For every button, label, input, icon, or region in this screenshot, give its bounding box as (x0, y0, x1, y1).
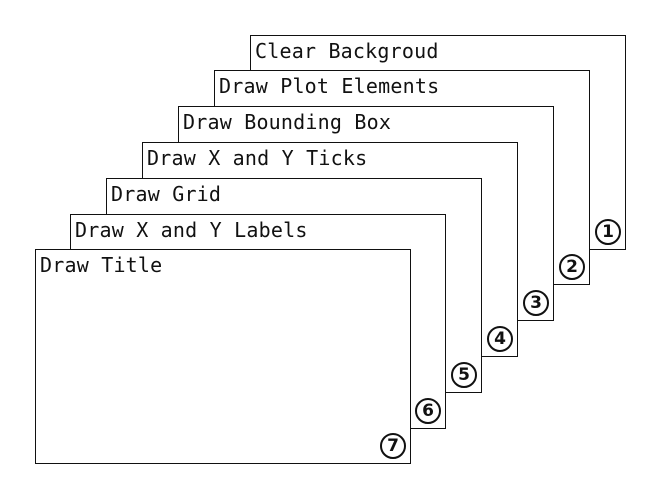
step-number-badge: 3 (523, 290, 549, 316)
layer-label: Draw X and Y Ticks (147, 146, 368, 170)
step-number-badge: 2 (559, 254, 585, 280)
step-number-badge: 7 (380, 433, 406, 459)
step-number-badge: 6 (415, 398, 441, 424)
layer-label: Draw Grid (111, 182, 222, 206)
layer-draw-title: Draw Title 7 (35, 249, 411, 464)
layer-label: Draw Plot Elements (219, 74, 440, 98)
layer-label: Draw Bounding Box (183, 110, 392, 134)
step-number-badge: 1 (595, 219, 621, 245)
layer-label: Draw Title (40, 253, 163, 277)
step-number-badge: 5 (451, 362, 477, 388)
layer-label: Clear Backgroud (255, 39, 439, 63)
step-number-badge: 4 (487, 326, 513, 352)
layer-label: Draw X and Y Labels (75, 218, 308, 242)
